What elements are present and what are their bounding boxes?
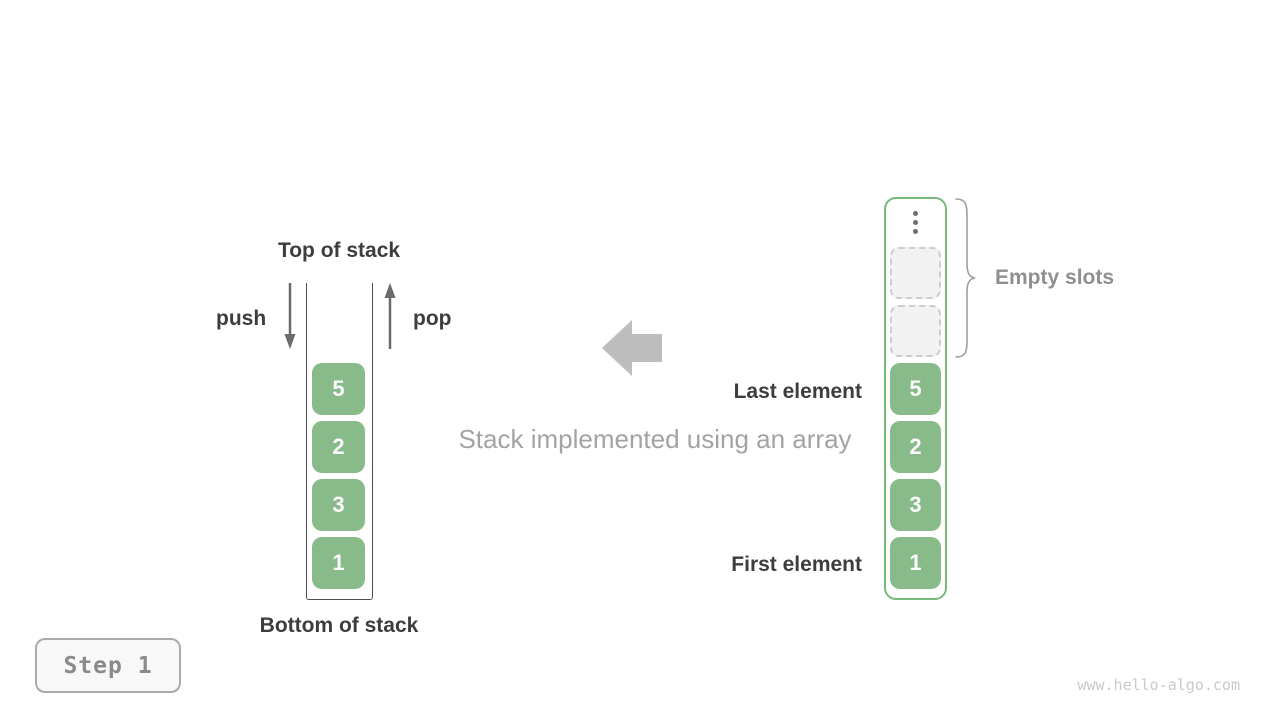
array-block: 3	[890, 479, 941, 531]
stack-block: 2	[312, 421, 365, 473]
array-block: 1	[890, 537, 941, 589]
array-block: 2	[890, 421, 941, 473]
last-element-label: Last element	[733, 380, 862, 403]
stack-container: 5 2 3 1	[306, 283, 373, 600]
arrow-down-icon	[284, 283, 296, 349]
arrow-up-icon	[384, 283, 396, 349]
figure-caption: Stack implemented using an array	[458, 424, 852, 454]
step-badge[interactable]: Step 1	[35, 638, 181, 693]
watermark: www.hello-algo.com	[1077, 676, 1240, 694]
first-element-label: First element	[731, 553, 862, 576]
stack-block: 5	[312, 363, 365, 415]
push-label: push	[216, 307, 267, 330]
empty-slots-label: Empty slots	[995, 266, 1115, 289]
top-of-stack-label: Top of stack	[277, 239, 401, 262]
stack-block: 1	[312, 537, 365, 589]
bottom-of-stack-label: Bottom of stack	[259, 614, 419, 637]
empty-slot	[890, 305, 941, 357]
vertical-ellipsis-icon	[886, 211, 945, 234]
pop-label: pop	[413, 307, 452, 330]
curly-brace-icon	[955, 198, 976, 358]
array-container: 5 2 3 1	[884, 197, 947, 600]
empty-slot	[890, 247, 941, 299]
stack-block: 3	[312, 479, 365, 531]
array-block: 5	[890, 363, 941, 415]
step-badge-label: Step 1	[63, 652, 153, 679]
block-arrow-left-icon	[602, 320, 662, 376]
